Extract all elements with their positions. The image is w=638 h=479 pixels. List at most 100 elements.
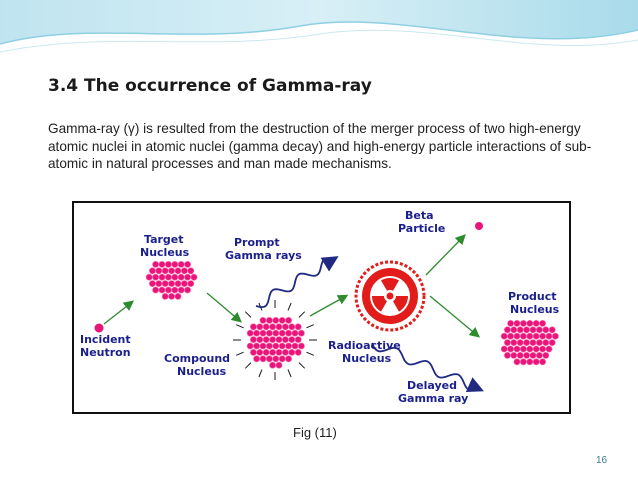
- nucleon: [269, 361, 276, 369]
- label-radioactive-line1: Radioactive: [328, 339, 401, 352]
- label-compound-line1: Compound: [164, 352, 230, 365]
- nucleon: [510, 351, 518, 359]
- nucleon: [545, 345, 553, 353]
- arrow-to-beta-particle: [425, 234, 466, 276]
- compound-spike: [258, 369, 263, 378]
- compound-spike: [287, 369, 292, 378]
- nucleon: [177, 286, 185, 294]
- nucleon: [288, 323, 296, 331]
- nucleon: [269, 323, 276, 331]
- nucleon: [548, 339, 556, 346]
- label-incident-line1: Incident: [80, 333, 131, 346]
- nucleon: [259, 329, 267, 337]
- nucleon: [158, 273, 166, 281]
- nucleon: [526, 320, 534, 327]
- nucleon: [281, 348, 289, 356]
- nucleon: [262, 336, 270, 343]
- nucleon: [265, 329, 273, 337]
- nucleon: [503, 326, 511, 334]
- nucleon: [500, 345, 508, 353]
- label-target-line1: Target: [144, 233, 184, 246]
- diagram-canvas: Target Nucleus Prompt Gamma rays Beta Pa…: [80, 209, 560, 405]
- nucleon: [507, 320, 514, 327]
- nucleon: [275, 323, 283, 331]
- nucleon: [269, 348, 276, 356]
- label-product-line2: Nucleus: [510, 303, 560, 316]
- nucleon: [158, 261, 166, 268]
- nucleon: [519, 345, 527, 353]
- label-radioactive-line2: Nucleus: [342, 352, 392, 365]
- nucleon: [503, 339, 511, 346]
- nucleon: [288, 348, 296, 356]
- label-product-line1: Product: [508, 290, 557, 303]
- nucleon: [539, 345, 546, 353]
- nucleon: [542, 339, 550, 346]
- nucleon: [513, 320, 521, 327]
- compound-spike: [244, 311, 252, 318]
- nucleon: [246, 329, 254, 337]
- nucleon: [539, 332, 546, 340]
- nucleon: [171, 273, 179, 281]
- nucleon: [265, 317, 273, 324]
- compound-spike: [306, 324, 314, 329]
- nucleon: [171, 261, 179, 268]
- nucleon: [529, 339, 537, 346]
- label-incident-line2: Neutron: [80, 346, 131, 359]
- header-wave-decoration: [0, 0, 638, 53]
- nucleon: [181, 267, 188, 275]
- nucleon: [275, 361, 283, 369]
- nucleon: [275, 348, 283, 356]
- nucleon: [161, 280, 169, 287]
- nucleon: [281, 336, 289, 343]
- nucleon: [187, 280, 195, 287]
- nucleon: [526, 345, 534, 353]
- nucleon: [256, 336, 264, 343]
- label-prompt-line1: Prompt: [234, 236, 280, 249]
- nucleon: [542, 351, 550, 359]
- nucleon: [291, 342, 299, 350]
- nucleon: [516, 326, 524, 334]
- nucleon: [259, 342, 267, 350]
- nucleon: [149, 267, 156, 275]
- nucleon: [519, 332, 527, 340]
- compound-nucleus-spikes: [233, 300, 317, 380]
- nucleon: [174, 267, 182, 275]
- nucleon: [294, 336, 302, 343]
- label-beta-line1: Beta: [405, 209, 434, 222]
- nucleon: [259, 355, 267, 363]
- nucleon: [516, 339, 524, 346]
- nucleon: [294, 348, 302, 356]
- label-delayed-line1: Delayed: [407, 379, 457, 392]
- nucleon: [281, 323, 289, 331]
- nucleon: [285, 342, 292, 350]
- nucleon: [177, 261, 185, 268]
- nucleon: [249, 348, 257, 356]
- nucleon: [174, 280, 182, 287]
- nucleon: [171, 286, 179, 294]
- arrow-neutron-to-target: [103, 300, 135, 325]
- nucleon: [513, 345, 521, 353]
- nucleon: [532, 345, 540, 353]
- gamma-ray-diagram: Target Nucleus Prompt Gamma rays Beta Pa…: [72, 201, 571, 414]
- nucleon: [507, 345, 514, 353]
- nucleon: [158, 286, 166, 294]
- nucleon: [285, 355, 292, 363]
- target-nucleus-cluster: [145, 261, 198, 300]
- radioactive-nucleus: [354, 260, 426, 332]
- nucleon: [526, 358, 534, 366]
- nucleon: [510, 339, 518, 346]
- nucleon: [184, 286, 191, 294]
- nucleon: [278, 317, 286, 324]
- nucleon: [526, 332, 534, 340]
- nucleon: [152, 286, 159, 294]
- label-compound-line2: Nucleus: [177, 365, 227, 378]
- nucleon: [190, 273, 198, 281]
- nucleon: [168, 280, 175, 287]
- nucleon: [542, 326, 550, 334]
- arrow-compound-to-radioactive: [309, 294, 349, 317]
- delayed-gamma-wave-icon: [371, 342, 484, 393]
- label-delayed-line2: Gamma ray: [398, 392, 468, 405]
- label-prompt-line2: Gamma rays: [225, 249, 302, 262]
- nucleon: [272, 342, 280, 350]
- compound-spike: [298, 362, 306, 369]
